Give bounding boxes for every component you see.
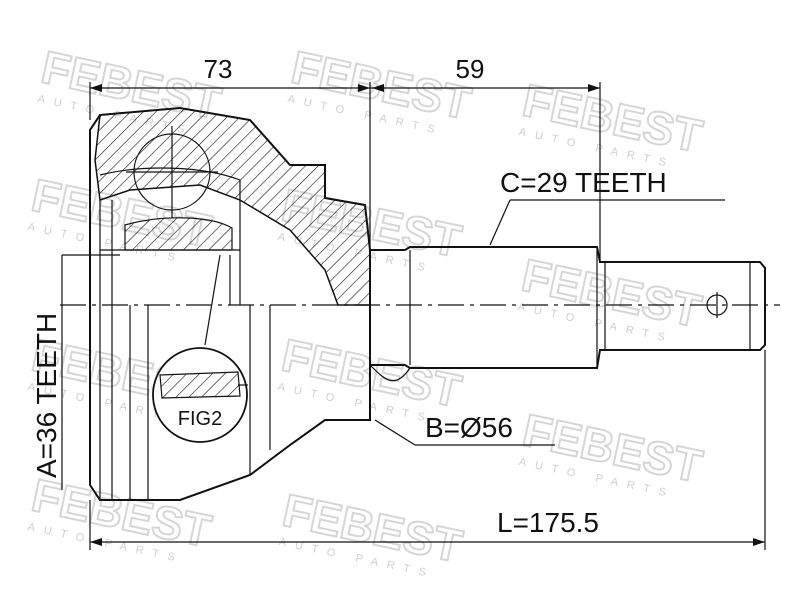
total-length-dimension: L=175.5 (89, 350, 766, 550)
outer-teeth-label: A=36 TEETH (31, 313, 62, 478)
spline-shaft (369, 246, 766, 382)
seal-diameter-label: B=Ø56 (425, 412, 513, 443)
dimension-73: 73 (89, 54, 371, 250)
fig2-callout: FIG2 (152, 347, 248, 443)
dimension-59: 59 (370, 54, 601, 262)
dimension-73-label: 73 (204, 54, 233, 84)
spline-teeth-label: C=29 TEETH (500, 167, 667, 198)
dimension-59-label: 59 (456, 54, 485, 84)
seal-diameter-callout: B=Ø56 (374, 412, 555, 446)
spline-teeth-callout: C=29 TEETH (489, 167, 725, 246)
joint-housing (89, 106, 371, 501)
fig2-label: FIG2 (178, 408, 222, 430)
outer-teeth-callout: A=36 TEETH (31, 254, 120, 490)
total-length-label: L=175.5 (497, 507, 599, 538)
